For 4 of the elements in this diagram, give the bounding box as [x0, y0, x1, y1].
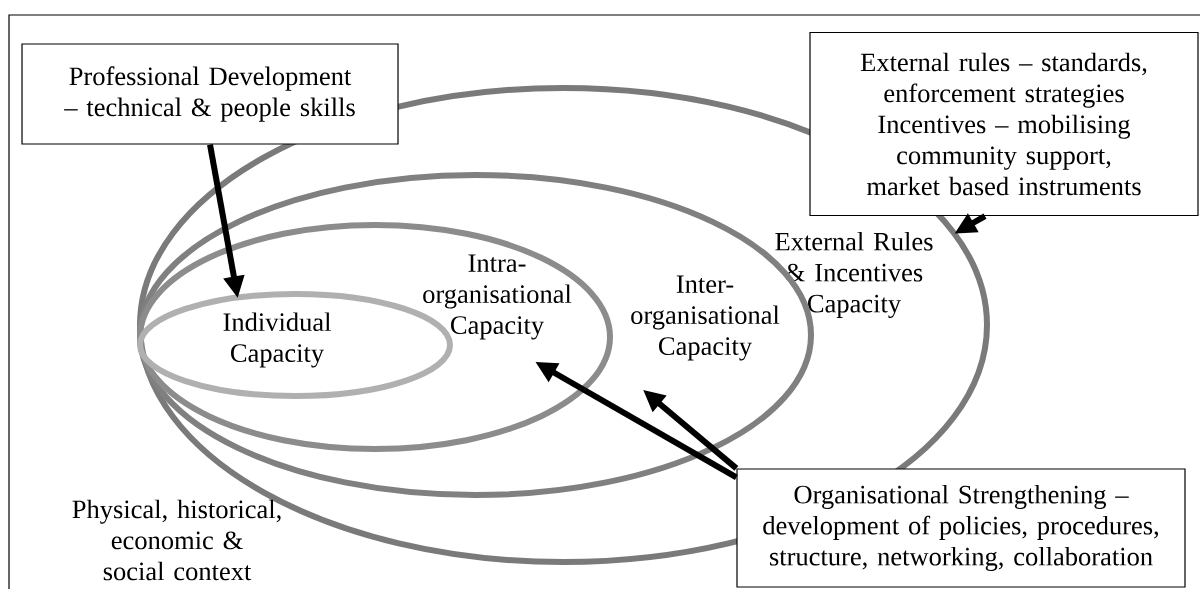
text-box: External rules – standards, enforcement strategies Incentives – mobilising community support, market based instruments: [809, 31, 1199, 217]
text-box: Organisational Strengthening – development of policies, procedures, structure, networking, collaboration: [736, 468, 1186, 588]
context-label: Physical, historical, economic & social context: [72, 499, 281, 581]
text-box: Professional Development – technical & people skills: [21, 43, 399, 145]
